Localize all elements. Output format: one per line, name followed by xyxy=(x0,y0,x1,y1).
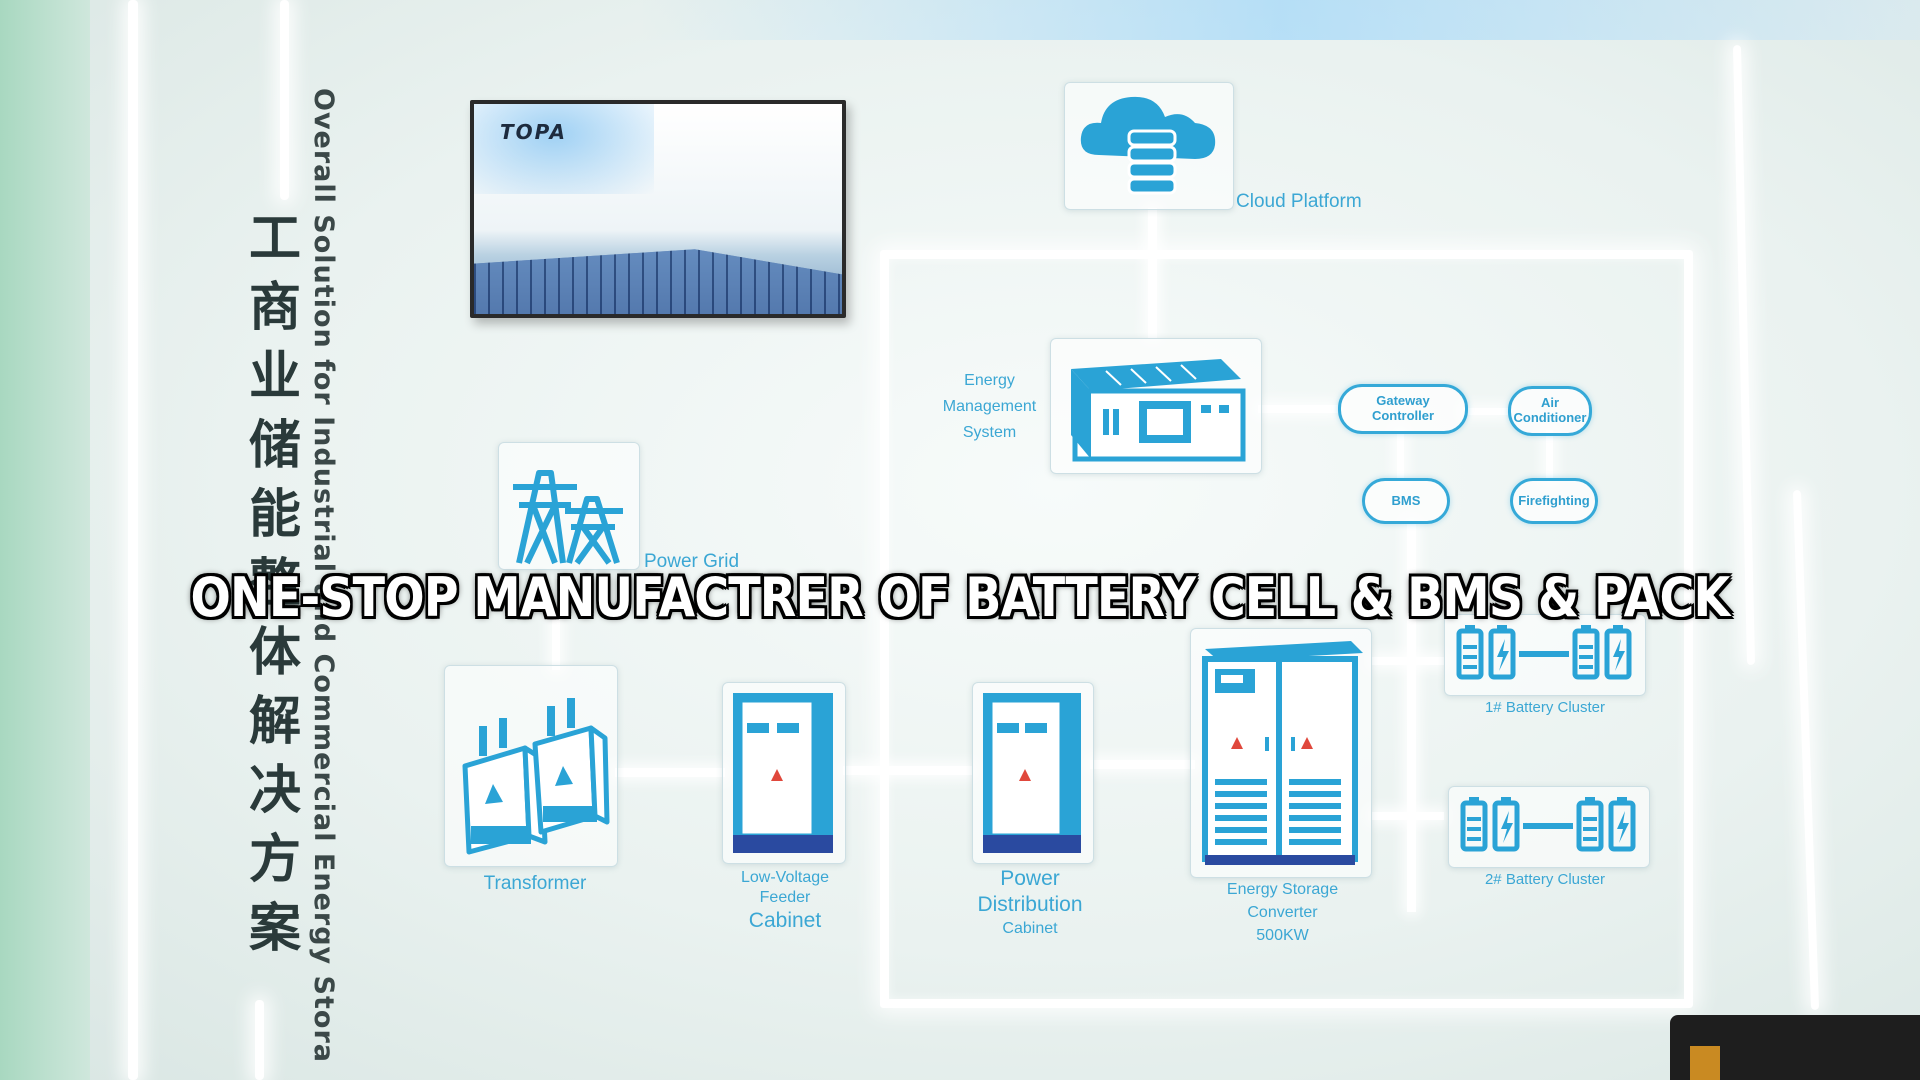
ems-label-line-3: System xyxy=(962,424,1017,441)
connector-battery-1 xyxy=(1372,657,1444,665)
ceiling-light-glow xyxy=(640,0,1920,40)
connector-feeder-distribution xyxy=(843,766,973,775)
left-wall-edge xyxy=(0,0,90,1080)
low-voltage-label: Low-Voltage Feeder Cabinet xyxy=(720,868,850,934)
ems-label: Energy Management System xyxy=(922,368,1057,446)
diagram-frame xyxy=(880,250,1693,1008)
connector-distribution-converter xyxy=(1090,760,1195,769)
wall-display-screen: TOPA xyxy=(470,100,846,318)
foreground-orange-accent xyxy=(1690,1046,1720,1080)
power-distribution-line-3: Cabinet xyxy=(1002,919,1058,937)
converter-line-1: Energy Storage xyxy=(1226,881,1339,898)
connector-cloud-ems xyxy=(1148,208,1157,338)
connector-gateway-bms xyxy=(1397,430,1404,480)
battery-cluster-1-icon xyxy=(1456,625,1632,680)
ems-card xyxy=(1050,338,1262,474)
bms-pill: BMS xyxy=(1362,478,1450,524)
battery-cluster-2-card xyxy=(1448,786,1650,868)
light-bar-left xyxy=(128,0,138,1080)
chinese-title: 工商业储能整体解决方案 xyxy=(248,209,301,959)
converter-line-2: Converter xyxy=(1247,904,1318,921)
video-caption: ONE-STOP MANUFACTRER OF BATTERY CELL & B… xyxy=(190,566,1730,629)
converter-line-3: 500KW xyxy=(1256,927,1309,944)
low-voltage-cabinet-card xyxy=(722,682,846,864)
cloud-platform-card xyxy=(1064,82,1234,210)
solar-panel-field xyxy=(474,249,842,314)
battery-cluster-1-label: 1# Battery Cluster xyxy=(1484,699,1606,716)
connector-transformer-feeder xyxy=(615,768,725,777)
ems-label-line-1: Energy xyxy=(964,372,1015,389)
light-bar-left-inner xyxy=(280,0,289,200)
cloud-platform-label: Cloud Platform xyxy=(1236,191,1362,212)
connector-air-fire xyxy=(1546,430,1553,480)
distribution-cabinet-icon xyxy=(983,693,1081,853)
energy-storage-converter-card xyxy=(1190,628,1372,878)
energy-storage-converter-label: Energy Storage Converter 500KW xyxy=(1200,878,1365,947)
battery-cluster-2-label: 2# Battery Cluster xyxy=(1484,871,1606,888)
low-voltage-line-3: Cabinet xyxy=(748,909,822,932)
firefighting-pill: Firefighting xyxy=(1510,478,1598,524)
connector-grid-transformer xyxy=(552,610,560,670)
display-image-solar-panels: TOPA xyxy=(474,104,842,314)
power-distribution-label: Power Distribution Cabinet xyxy=(960,866,1100,939)
transformer-icon xyxy=(462,698,610,855)
connector-battery-2 xyxy=(1372,812,1444,820)
transformer-card xyxy=(444,665,618,867)
ems-server-icon xyxy=(1071,359,1246,462)
cloud-database-icon xyxy=(1080,96,1216,195)
low-voltage-line-2: Feeder xyxy=(759,889,811,906)
ems-label-line-2: Management xyxy=(942,398,1037,415)
connector-ems-gateway xyxy=(1258,405,1338,413)
topa-logo: TOPA xyxy=(500,120,567,144)
battery-cluster-1-card xyxy=(1444,614,1646,696)
feeder-cabinet-icon xyxy=(733,693,833,853)
power-grid-label: Power Grid xyxy=(644,551,740,572)
low-voltage-line-1: Low-Voltage xyxy=(740,869,830,886)
battery-cluster-2-icon xyxy=(1460,797,1636,852)
light-bar-left-bottom xyxy=(255,1000,264,1080)
converter-cabinet-icon xyxy=(1202,641,1363,865)
power-tower-icon xyxy=(513,470,623,565)
connector-gateway-air xyxy=(1464,408,1509,415)
power-grid-card xyxy=(498,442,640,570)
power-distribution-line-1: Power xyxy=(1000,867,1060,890)
transformer-label: Transformer xyxy=(483,873,587,894)
connector-bus-vertical xyxy=(1407,522,1416,912)
power-distribution-card xyxy=(972,682,1094,864)
power-distribution-line-2: Distribution xyxy=(977,893,1083,917)
